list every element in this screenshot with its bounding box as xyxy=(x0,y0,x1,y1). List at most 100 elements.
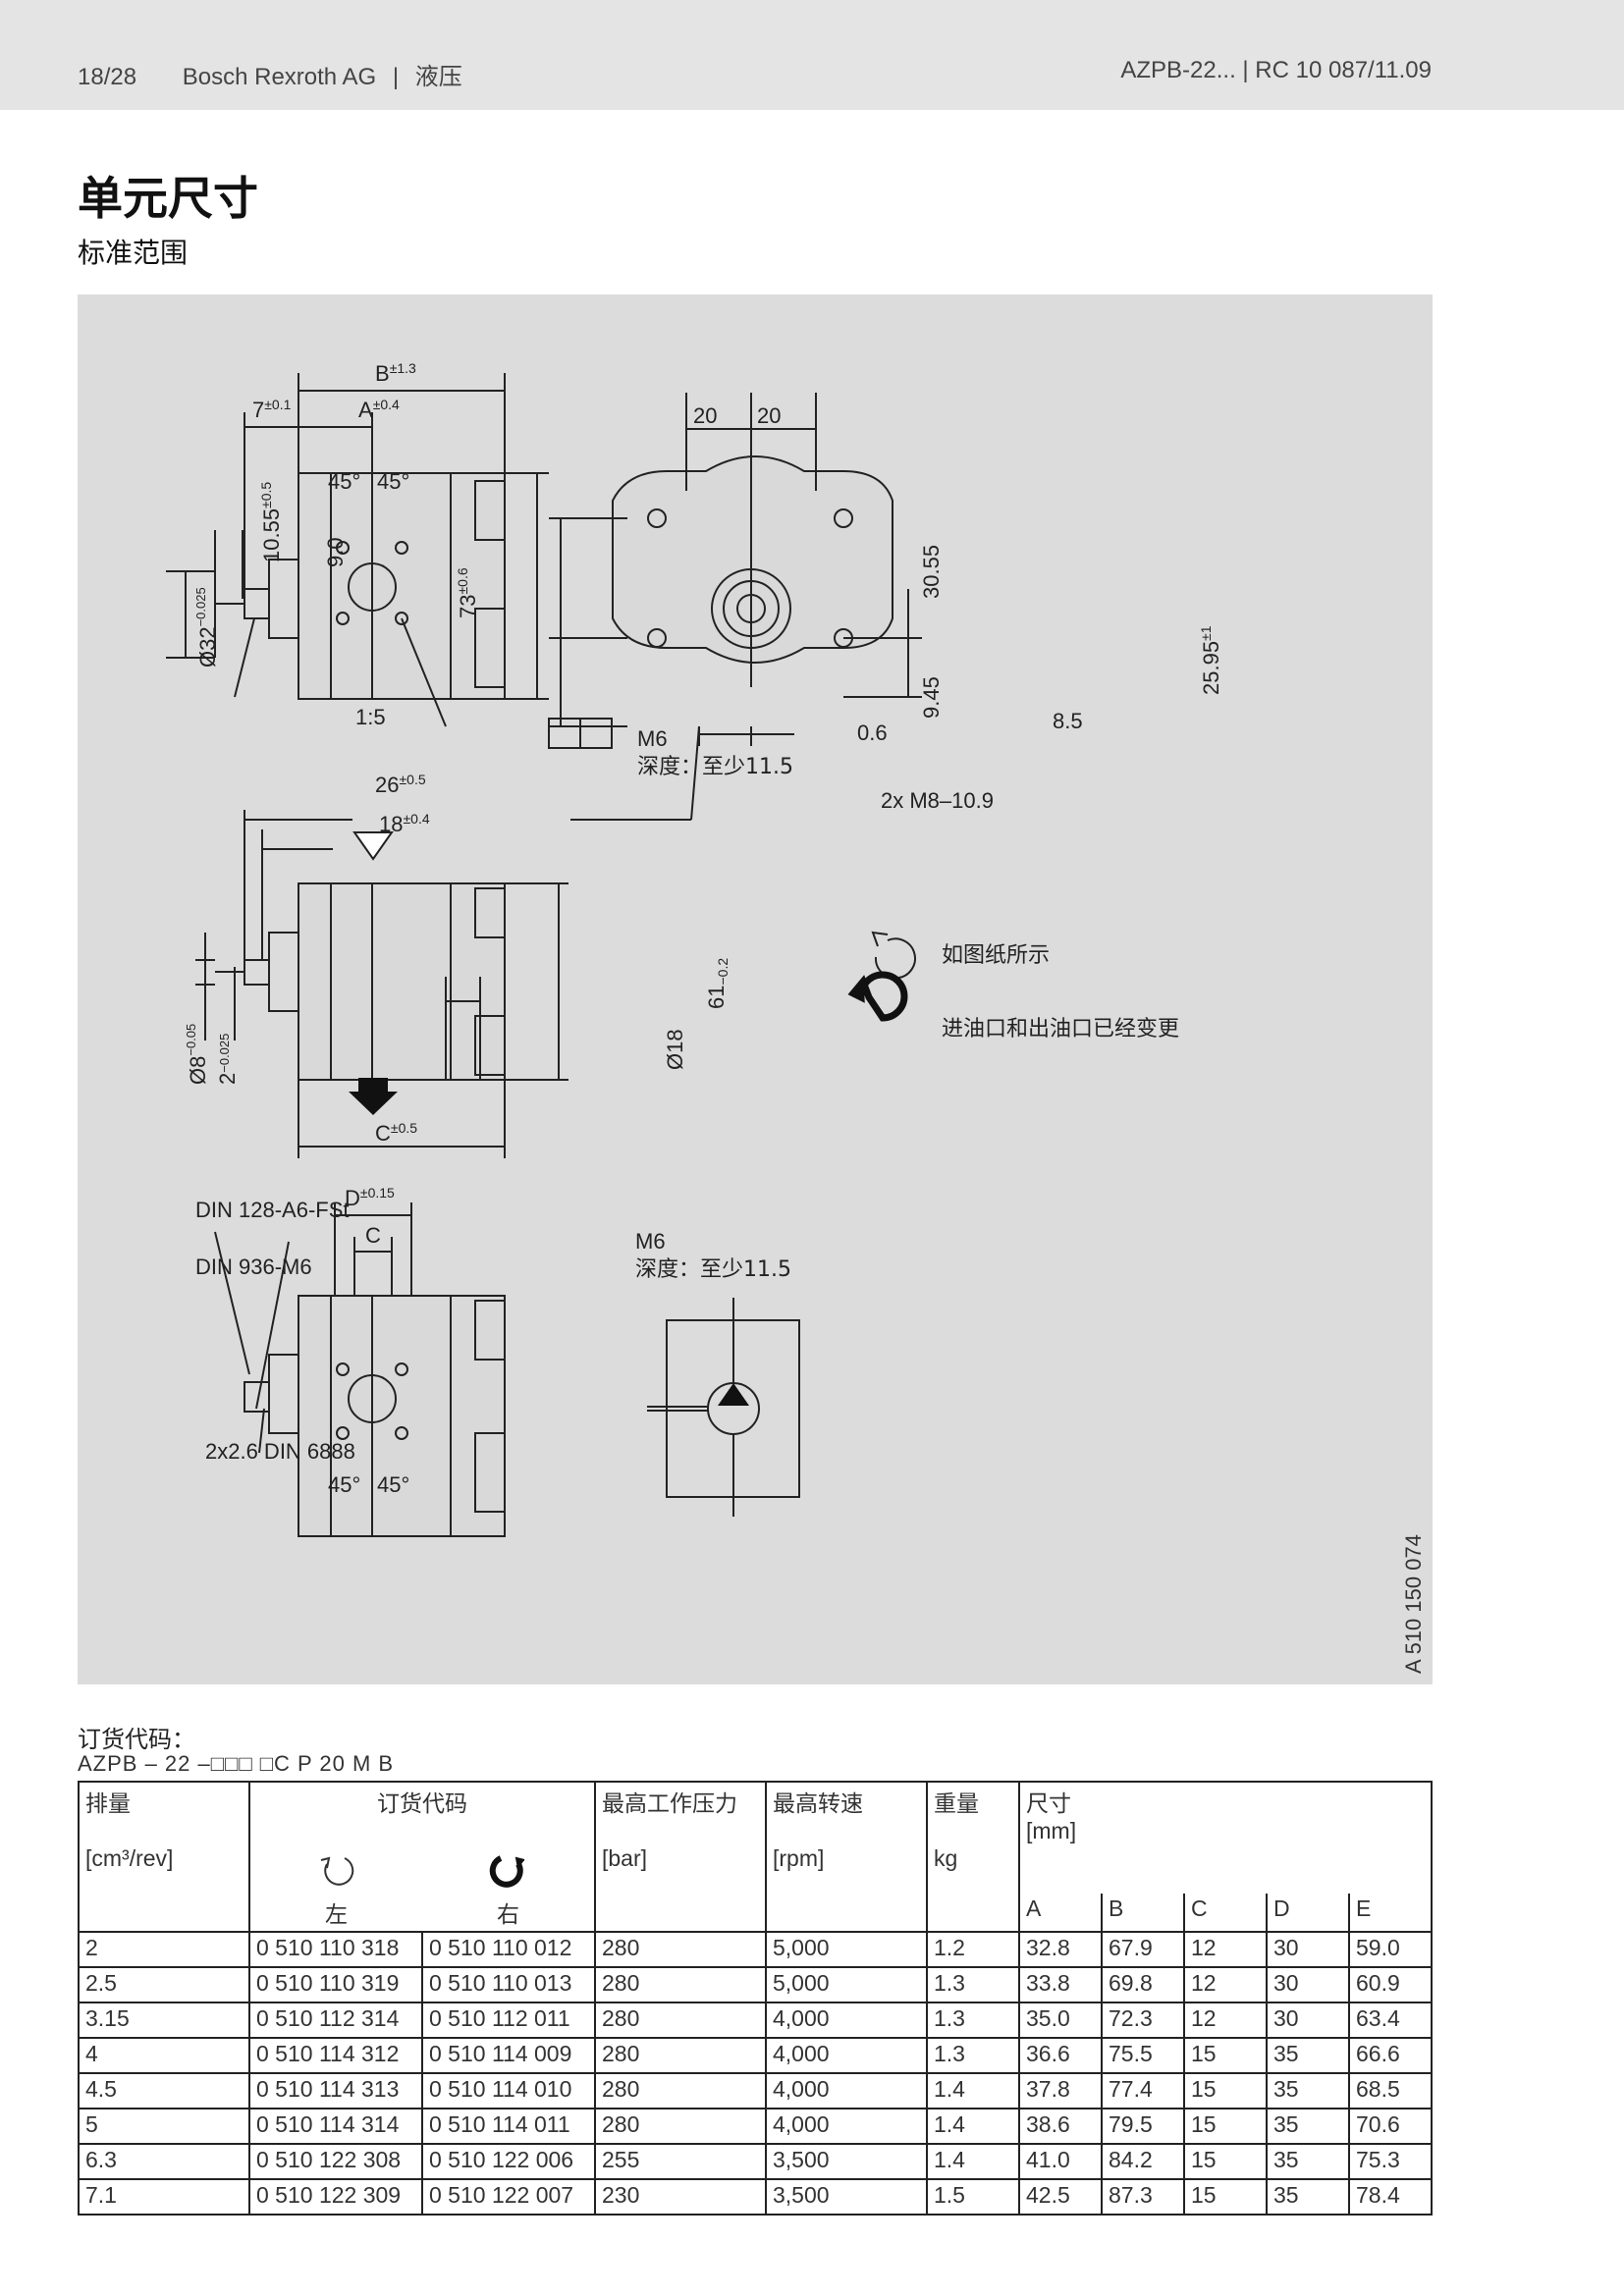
page-header: 18/28 Bosch Rexroth AG | 液压 AZPB-22... |… xyxy=(0,0,1624,110)
table-cell: 4.5 xyxy=(78,2072,250,2109)
table-cell: 37.8 xyxy=(1018,2072,1103,2109)
ccw-rotation-icon xyxy=(320,1856,353,1886)
table-cell: 1.5 xyxy=(926,2178,1020,2216)
header-weight: 重量 kg xyxy=(926,1781,1020,1933)
table-cell: 38.6 xyxy=(1018,2108,1103,2145)
table-cell: 4 xyxy=(78,2037,250,2074)
table-cell: 6.3 xyxy=(78,2143,250,2180)
header-dimensions: 尺寸 [mm] xyxy=(1018,1781,1433,1846)
header-D: D xyxy=(1266,1894,1350,1933)
m6-label-2: M6 xyxy=(635,1229,666,1254)
table-cell: 0 510 110 318 xyxy=(248,1931,423,1968)
header-pressure: 最高工作压力 [bar] xyxy=(594,1781,767,1933)
dim-61: 61−0.2 xyxy=(704,958,731,1009)
dim-26: 26±0.5 xyxy=(375,772,426,797)
table-cell: 41.0 xyxy=(1018,2143,1103,2180)
table-cell: 42.5 xyxy=(1018,2178,1103,2216)
dim-73: 73±0.6 xyxy=(455,567,480,618)
table-cell: 30 xyxy=(1266,1966,1350,2003)
table-cell: 59.0 xyxy=(1348,1931,1433,1968)
table-cell: 0 510 110 319 xyxy=(248,1966,423,2003)
table-cell: 4,000 xyxy=(765,2108,928,2145)
table-cell: 15 xyxy=(1183,2143,1268,2180)
angle-45-a: 45° xyxy=(328,469,360,494)
legend-swapped: 进油口和出油口已经变更 xyxy=(942,1017,1179,1041)
table-cell: 0 510 114 313 xyxy=(248,2072,423,2109)
dim-2: 2−0.025 xyxy=(215,1034,240,1085)
table-cell: 79.5 xyxy=(1101,2108,1185,2145)
order-code-pattern: AZPB – 22 –□□□ □C P 20 M B xyxy=(78,1751,395,1776)
table-cell: 15 xyxy=(1183,2037,1268,2074)
order-code-title: 订货代码： xyxy=(78,1726,195,1753)
table-cell: 33.8 xyxy=(1018,1966,1103,2003)
table-cell: 32.8 xyxy=(1018,1931,1103,1968)
table-cell: 2.5 xyxy=(78,1966,250,2003)
din-6888-label: 2x2.6 DIN 6888 xyxy=(205,1439,355,1464)
dim-o8: Ø8−0.05 xyxy=(184,1024,210,1085)
table-cell: 1.2 xyxy=(926,1931,1020,1968)
dim-20b: 20 xyxy=(757,403,781,428)
doc-reference: AZPB-22... | RC 10 087/11.09 xyxy=(1120,57,1432,83)
dim-85: 8.5 xyxy=(1053,709,1083,733)
dim-1055: 10.55±0.5 xyxy=(258,482,284,562)
table-cell: 69.8 xyxy=(1101,1966,1185,2003)
drawing-canvas: B±1.3 A±0.4 7±0.1 45° 45° 10.55±0.5 9.0 … xyxy=(166,360,1426,1674)
table-cell: 87.3 xyxy=(1101,2178,1185,2216)
table-cell: 0 510 114 312 xyxy=(248,2037,423,2074)
legend-as-shown: 如图纸所示 xyxy=(942,943,1050,968)
table-cell: 35 xyxy=(1266,2143,1350,2180)
din-128-label: DIN 128-A6-FSt xyxy=(195,1198,350,1222)
table-cell: 4,000 xyxy=(765,2037,928,2074)
m6-label: M6 xyxy=(637,726,668,751)
table-cell: 63.4 xyxy=(1348,2002,1433,2039)
dim-D: D±0.15 xyxy=(345,1185,395,1210)
header-right-label: 右 xyxy=(422,1894,596,1933)
table-cell: 5 xyxy=(78,2108,250,2145)
table-cell: 5,000 xyxy=(765,1931,928,1968)
dim-C2: C xyxy=(365,1223,381,1248)
taper-label: 1:5 xyxy=(355,705,386,729)
header-B: B xyxy=(1101,1894,1185,1933)
table-cell: 75.5 xyxy=(1101,2037,1185,2074)
page-title: 单元尺寸 xyxy=(78,172,258,225)
table-cell: 77.4 xyxy=(1101,2072,1185,2109)
table-cell: 0 510 122 007 xyxy=(421,2178,596,2216)
header-A: A xyxy=(1018,1894,1103,1933)
table-cell: 1.4 xyxy=(926,2143,1020,2180)
dim-18: 18±0.4 xyxy=(379,811,430,836)
table-header-row: 排量 [cm³/rev] 订货代码 最高工作压力 [bar] 最高转速 [rpm… xyxy=(78,1781,1433,1933)
dim-945: 9.45 xyxy=(919,676,944,719)
depth-label: 深度：至少11.5 xyxy=(637,755,793,779)
table-cell: 12 xyxy=(1183,1966,1268,2003)
table-cell: 70.6 xyxy=(1348,2108,1433,2145)
dim-B: B±1.3 xyxy=(375,360,416,386)
dim-3055: 30.55 xyxy=(919,545,944,599)
header-left-label: 左 xyxy=(248,1894,422,1933)
table-cell: 35 xyxy=(1266,2108,1350,2145)
header-left-rotation xyxy=(248,1846,422,1894)
table-cell: 12 xyxy=(1183,1931,1268,1968)
dim-C: C±0.5 xyxy=(375,1120,417,1146)
table-cell: 2 xyxy=(78,1931,250,1968)
dim-20a: 20 xyxy=(693,403,717,428)
dim-2595: 25.95±1 xyxy=(1198,625,1223,695)
table-cell: 36.6 xyxy=(1018,2037,1103,2074)
dim-7: 7±0.1 xyxy=(252,397,292,422)
table-cell: 280 xyxy=(594,2108,767,2145)
table-cell: 280 xyxy=(594,1966,767,2003)
table-cell: 7.1 xyxy=(78,2178,250,2216)
dim-9: 9.0 xyxy=(323,537,348,567)
table-cell: 255 xyxy=(594,2143,767,2180)
table-cell: 0 510 114 009 xyxy=(421,2037,596,2074)
table-cell: 0 510 110 012 xyxy=(421,1931,596,1968)
table-cell: 84.2 xyxy=(1101,2143,1185,2180)
table-cell: 15 xyxy=(1183,2108,1268,2145)
table-cell: 12 xyxy=(1183,2002,1268,2039)
table-cell: 0 510 112 314 xyxy=(248,2002,423,2039)
dim-32: Ø32−0.025 xyxy=(193,587,220,667)
table-cell: 1.4 xyxy=(926,2072,1020,2109)
